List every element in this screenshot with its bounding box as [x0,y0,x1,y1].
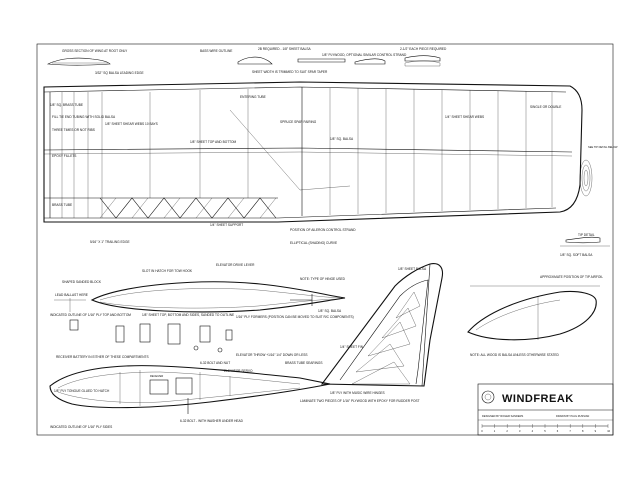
wing-label: 2B REQUIRED - 1/8" SHEET BALSA [258,47,311,51]
title-block: WINDFREAK DESIGNED BY ROGER SANDERS DRAW… [477,383,614,436]
fuselage-label: NOTE: TYPE OF HINGE USED [300,277,346,281]
fuselage-label: 1/8" PLY WITH MUSIC WIRE HINGES [330,391,385,395]
scale-tick-label: 1 [494,429,496,433]
scale-tick-label: 0 [481,429,483,433]
former-row [69,319,233,353]
fuselage-labels: SHAPED SANDED BLOCK LEAD BALLAST HERE SL… [50,263,603,429]
fuselage-label: SHAPED SANDED BLOCK [62,280,102,284]
fuselage-label: RECEIVER BATTERY IN EITHER OF THESE COMP… [56,355,149,359]
fuselage-label: INDICATED OUTLINE OF 1/16" PLY TOP AND B… [50,313,131,317]
tip-rib [404,55,441,62]
root-airfoil-section [46,57,111,66]
wing-label: 1/8" SQ. BRASS TUBE [50,103,83,107]
fuselage-label: ELEVATOR THROW +1/16" 1/4" DOWN OR LESS [236,353,308,357]
fin-and-rudder [320,263,444,387]
wing-label: ELLIPTICAL (SHADING) CURVE [290,241,337,245]
tip-plan-outline [467,290,597,341]
outer-wing-ribs [301,87,553,216]
logo-icon [481,390,495,404]
scale-tick-label: 10 [607,429,610,433]
fuselage-top-view [90,281,346,313]
scale-tick-label: 9 [595,429,597,433]
tip-piece [297,58,346,63]
receiver-box [149,379,169,395]
wing-label: 1/8" SQ. BALSA [330,137,354,141]
fin-truss [351,291,421,385]
wing-label: SEE TIP DETAIL BELOW [588,145,618,149]
wing-label: FILL TIE END TUBING WITH SOLID BALSA [52,115,116,119]
fuselage-label: 1/8" PLY TONGUE GLUED TO HATCH [54,389,110,393]
wing-label: 5/16" X 1" TRAILING EDGE [90,240,130,244]
wing-label: THREE TIMES OR NOT RIBS [52,128,95,132]
fuselage-label: BRASS TUBE SEARINGS [285,361,323,365]
scale-tick-label: 5 [544,429,546,433]
wing-label: SINGLE OR DOUBLE [530,105,561,109]
fuselage-label: NOTE: ALL WOOD IS BALSA UNLESS OTHERWISE… [470,353,559,357]
wing-label: EPOXY FILLETS [52,154,76,158]
scale-tick-label: 2 [506,429,508,433]
fuselage-side-view [49,365,331,409]
wing-label: 1/4" SHEET SHEAR WEBS [445,115,484,119]
drawing-border [36,43,614,436]
scale-tick-label: 3 [519,429,521,433]
fuselage-label: ELEVATOR SERVO [224,369,253,373]
wing-label: 3/32" SQ BALSA LEADING EDGE [95,71,144,75]
servo-box [175,377,193,395]
fuselage-label: APPROXIMATE POSITION OF TIP AIRFOIL [540,275,603,279]
wing-label: BASS WIRE OUTLINE [200,49,232,53]
fuselage-label: LEAD BALLAST HERE [55,293,88,297]
wing-label: SPRUCE SPAR FAIRING [280,120,317,124]
fuselage-view [49,281,346,414]
wing-label: BRASS TUBE [52,203,72,207]
fuselage-label: 1/16" PLY FORMERS (POSITION CAN BE MOVED… [236,315,354,319]
designer-credit: DESIGNED BY ROGER SANDERS [482,414,523,418]
fuselage-label: SLOT IN HATCH FOR TOW HOOK [142,269,193,273]
fin-outline [320,263,444,387]
fuselage-label: 1/8" SHEET TOP, BOTTOM AND SIDES, SANDED… [142,313,234,317]
fuselage-label: RECEIVER [150,374,163,378]
wing-label: 1/8" SHEET TOP AND BOTTOM [190,140,237,144]
fuselage-label: 1/4" SHEET FIN [340,345,364,349]
main-spar [43,147,573,153]
wing-label: ENTERING TUBE [240,95,266,99]
diagonal-rib-truss [99,197,277,219]
fuselage-label: 1/8" SQ. BALSA [318,309,342,313]
wing-outline [43,81,583,223]
wing-label: 1/4" SHEET SUPPORT [210,223,243,227]
spar-piece [237,56,273,65]
wing-label: 1/8" PLYWOOD, OPTIONAL SIMILAR CONTROL S… [322,53,407,57]
wing-label: POSITION OF AILERON CONTROL STRAND [290,228,356,232]
wing-label: TIP DETAIL [578,233,595,237]
scale-tick-label: 7 [569,429,571,433]
scale-tick-label: 4 [532,429,534,433]
wing-plan-view [43,55,610,247]
wing-label: 2-1/2" EACH PIECE REQUIRED [400,47,447,51]
scale-tick-label: 6 [557,429,559,433]
plan-title: WINDFREAK [502,393,574,405]
root-rib-region [49,92,103,218]
wing-labels: GROSS SECTION OF WING AT ROOT ONLY BASS … [50,47,618,257]
drawn-by-credit: DRAWN BY PAUL RUSSIAN [556,414,589,418]
fuselage-label: LAMINATE TWO PIECES OF 1/16" PLYWOOD WIT… [300,399,420,403]
fuselage-label: ELEVATOR DRIVE LEVER [216,263,255,267]
tip-detail-ellipse [579,159,593,197]
scale-tick-label: 8 [582,429,584,433]
tip-plan-view [467,285,600,341]
scale-bar: 0 1 2 3 4 5 6 7 8 9 10 [481,424,611,433]
fuselage-label: 1/8" SHEET BALSA [398,267,427,271]
tip-detail-section [565,236,601,244]
wing-label: GROSS SECTION OF WING AT ROOT ONLY [62,49,128,53]
wing-label: SHEET WIDTH IS TRIMMED TO SUIT SPAR TAPE… [252,70,328,74]
wing-label: 1/8" SQ. SOFT BALSA [560,253,593,257]
wing-label: 1/8" SHEET SHEAR WEBS 10 BAYS [105,122,158,126]
fuselage-label: INDICATED OUTLINE OF 1/16" PLY SIDES [50,425,112,429]
fuselage-label: 6-32 BOLT - WITH WASHER UNDER HEAD [180,419,244,423]
fuselage-label: 6-32 BOLT AND NUT [200,361,230,365]
